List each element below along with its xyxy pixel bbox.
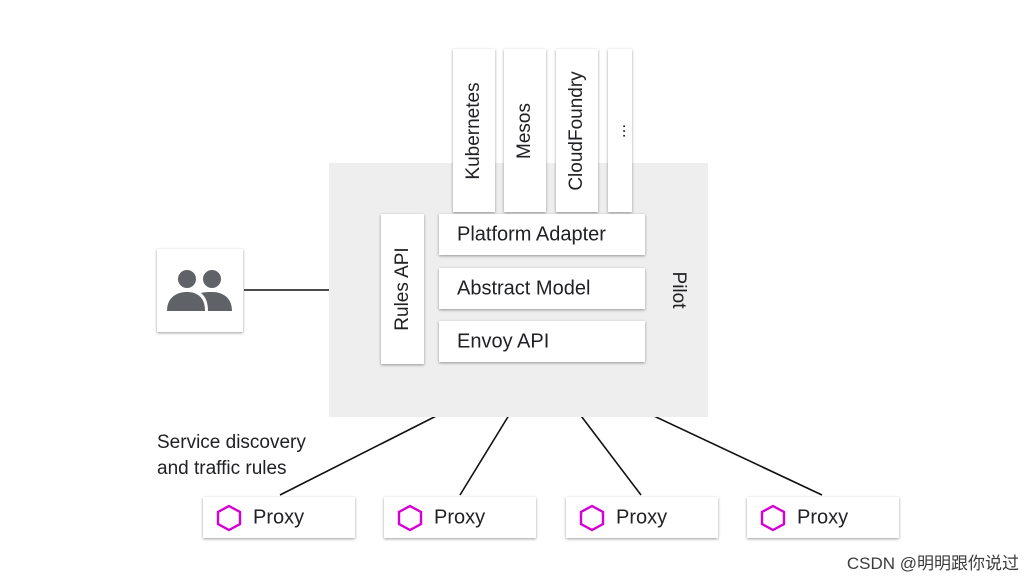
hexagon-icon <box>579 504 605 531</box>
platform-more: ... <box>608 49 632 212</box>
rules-api-box: Rules API <box>381 214 424 364</box>
users-icon <box>167 270 232 311</box>
platform-label: ... <box>610 123 629 138</box>
proxy-box-3: Proxy <box>566 497 718 538</box>
platform-adapter-box: Platform Adapter <box>439 214 645 255</box>
hexagon-icon <box>397 504 423 531</box>
watermark: CSDN @明明跟你说过 <box>846 554 1019 573</box>
platform-cloudfoundry: CloudFoundry <box>556 49 598 212</box>
platform-kubernetes: Kubernetes <box>453 49 495 212</box>
pilot-label: Pilot <box>668 271 689 309</box>
note-line: Service discovery <box>157 432 306 453</box>
proxy-label: Proxy <box>797 506 849 528</box>
platform-label: Kubernetes <box>463 81 484 180</box>
users-box <box>157 249 243 332</box>
hexagon-icon <box>216 504 242 531</box>
platform-label: CloudFoundry <box>566 70 587 191</box>
hexagon-icon <box>760 504 786 531</box>
service-discovery-note: Service discovery and traffic rules <box>157 430 306 482</box>
abstract-model-label: Abstract Model <box>457 277 591 299</box>
platform-mesos: Mesos <box>504 49 546 212</box>
proxy-label: Proxy <box>434 506 486 528</box>
proxy-label: Proxy <box>616 506 668 528</box>
envoy-api-box: Envoy API <box>439 321 645 362</box>
proxy-box-1: Proxy <box>203 497 355 538</box>
envoy-api-label: Envoy API <box>457 330 550 352</box>
proxy-box-2: Proxy <box>384 497 536 538</box>
note-line: and traffic rules <box>157 458 287 479</box>
abstract-model-box: Abstract Model <box>439 268 645 309</box>
proxy-label: Proxy <box>253 506 305 528</box>
proxy-box-4: Proxy <box>747 497 899 538</box>
platform-adapter-label: Platform Adapter <box>457 223 606 245</box>
rules-api-label: Rules API <box>391 247 413 331</box>
platform-label: Mesos <box>514 102 535 159</box>
